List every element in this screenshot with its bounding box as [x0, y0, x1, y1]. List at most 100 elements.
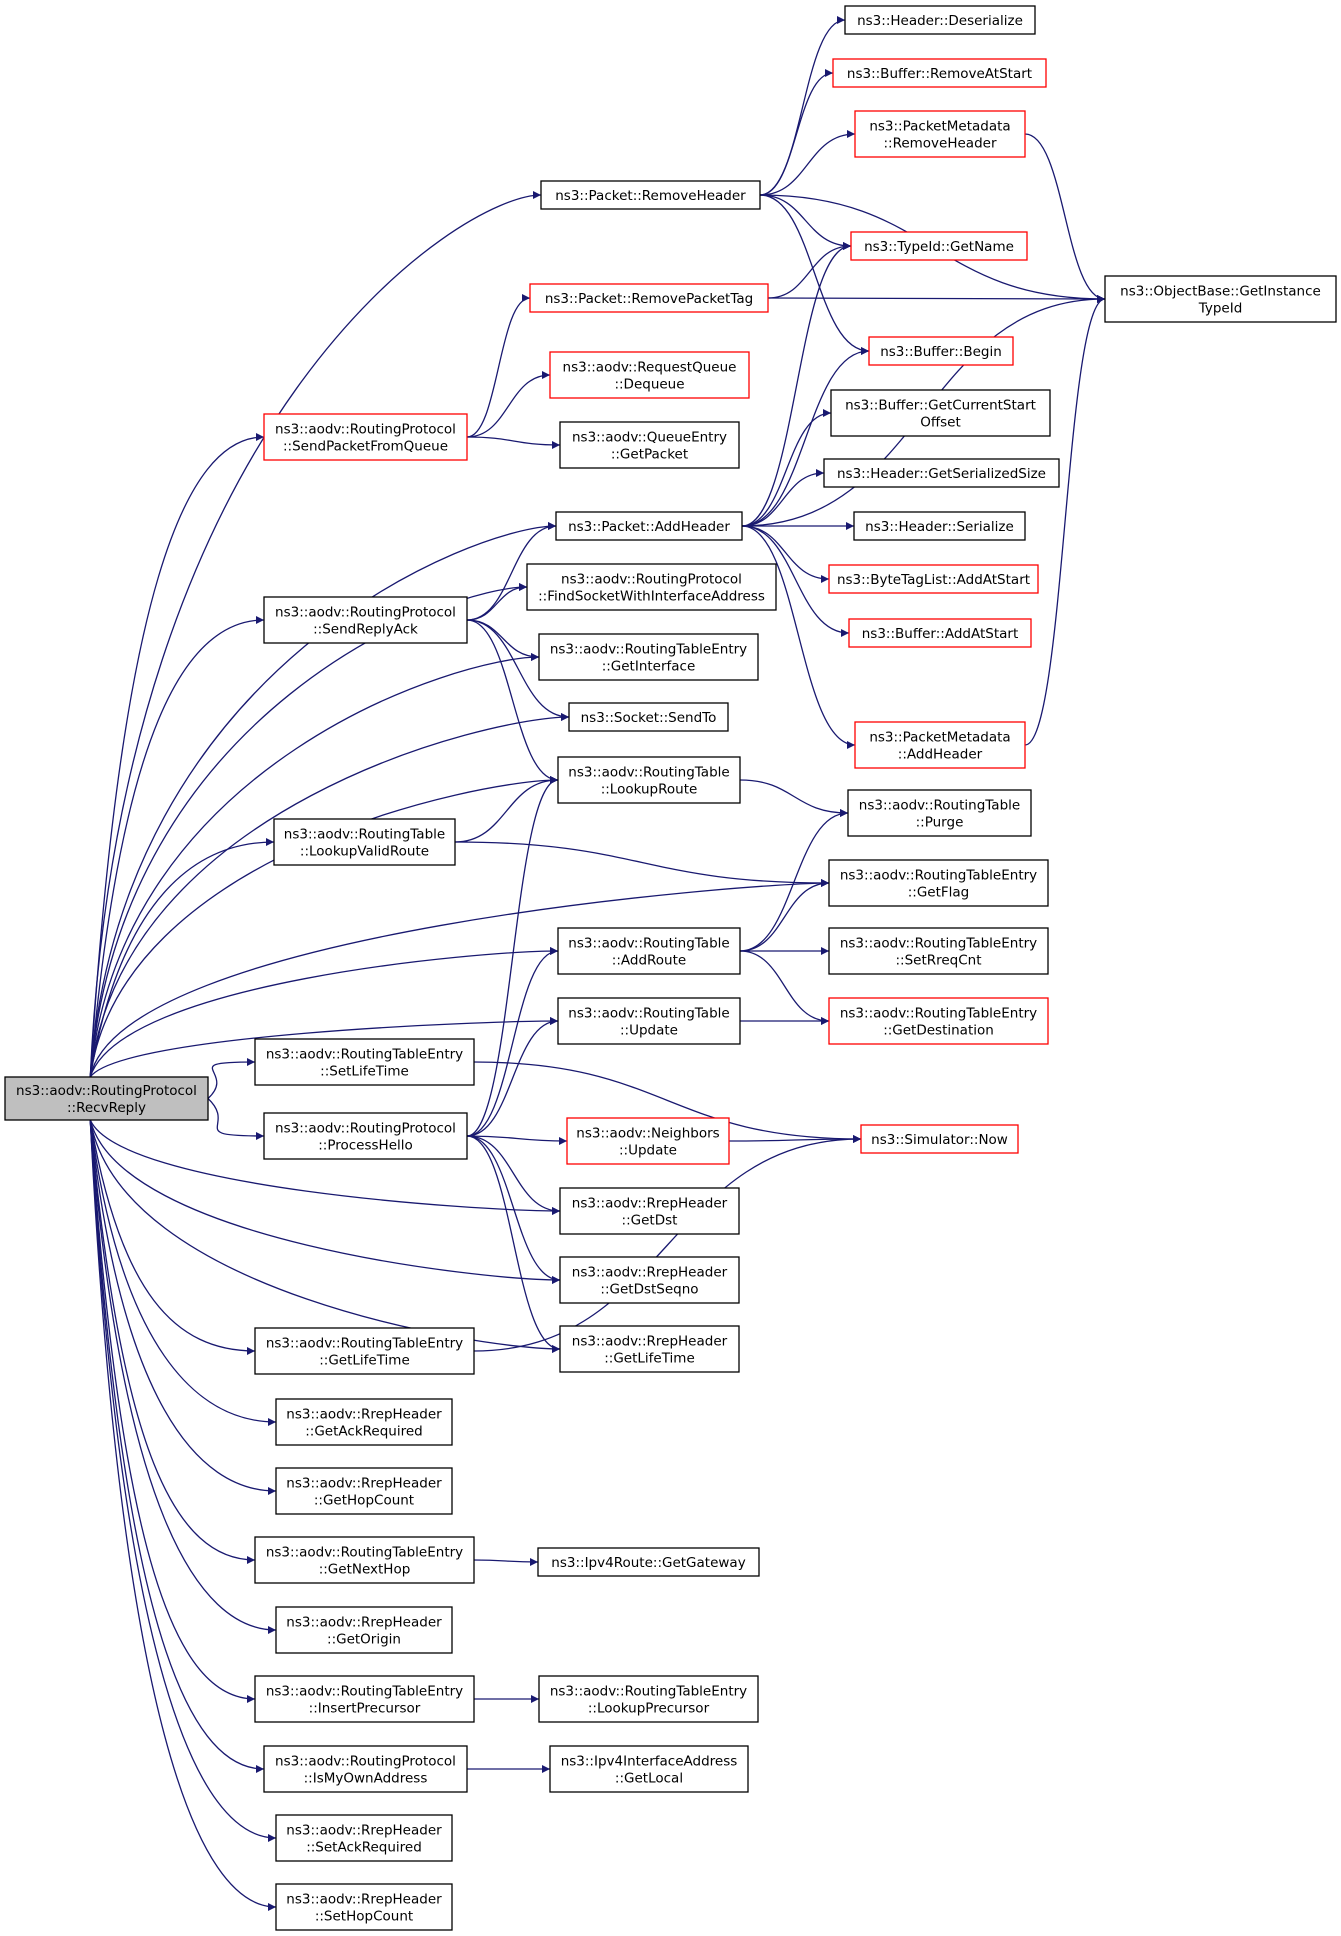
- node-label-line: ns3::aodv::QueueEntry: [572, 430, 727, 446]
- node-box: [828, 564, 1039, 594]
- node-rte-setlifetime[interactable]: ns3::aodv::RoutingTableEntry::SetLifeTim…: [254, 1038, 475, 1086]
- edge-n_root-to-n_rt_addroute: [89, 947, 559, 1078]
- node-label-line: ns3::Header::Deserialize: [857, 13, 1023, 29]
- node-buf-remstart[interactable]: ns3::Buffer::RemoveAtStart: [832, 58, 1047, 88]
- node-box: [263, 596, 468, 644]
- node-box: [4, 1076, 209, 1121]
- node-label-line: ns3::Simulator::Now: [871, 1132, 1008, 1148]
- node-hdr-serialize[interactable]: ns3::Header::Serialize: [853, 511, 1026, 541]
- node-pkt-remhdr[interactable]: ns3::Packet::RemoveHeader: [540, 180, 761, 210]
- edges-layer: [89, 16, 1106, 1911]
- node-label-line: ::GetLifeTime: [319, 1353, 410, 1369]
- node-rte-getlifetime[interactable]: ns3::aodv::RoutingTableEntry::GetLifeTim…: [254, 1327, 475, 1375]
- node-box: [559, 1256, 740, 1304]
- edge-n_pkt_remhdr-to-n_typeid_getname: [759, 194, 852, 250]
- node-rp-findsock[interactable]: ns3::aodv::RoutingProtocol::FindSocketWi…: [526, 563, 777, 611]
- node-ipv4route-getgw[interactable]: ns3::Ipv4Route::GetGateway: [537, 1547, 760, 1577]
- node-pkt-addhdr[interactable]: ns3::Packet::AddHeader: [555, 511, 743, 541]
- node-label-line: ::LookupRoute: [601, 782, 698, 798]
- node-buf-begin[interactable]: ns3::Buffer::Begin: [868, 336, 1014, 366]
- node-rte-getnexthop[interactable]: ns3::aodv::RoutingTableEntry::GetNextHop: [254, 1536, 475, 1584]
- node-box: [850, 231, 1028, 261]
- node-label-line: ns3::aodv::RoutingTableEntry: [266, 1545, 463, 1561]
- node-rp-ismyown[interactable]: ns3::aodv::RoutingProtocol::IsMyOwnAddre…: [263, 1745, 468, 1793]
- node-rt-update[interactable]: ns3::aodv::RoutingTable::Update: [557, 997, 741, 1045]
- node-label-line: ns3::aodv::RoutingTableEntry: [550, 642, 747, 658]
- node-label-line: ns3::TypeId::GetName: [864, 239, 1014, 255]
- node-typeid-getname[interactable]: ns3::TypeId::GetName: [850, 231, 1028, 261]
- node-rrep-getackreq[interactable]: ns3::aodv::RrepHeader::GetAckRequired: [275, 1398, 453, 1446]
- node-rp-sendpktq[interactable]: ns3::aodv::RoutingProtocol::SendPacketFr…: [263, 413, 468, 461]
- node-hdr-getsersize[interactable]: ns3::Header::GetSerializedSize: [823, 458, 1060, 488]
- node-rte-insertprec[interactable]: ns3::aodv::RoutingTableEntry::InsertPrec…: [254, 1675, 475, 1723]
- node-buf-addatstart[interactable]: ns3::Buffer::AddAtStart: [848, 618, 1032, 648]
- node-box: [828, 859, 1049, 907]
- node-sim-now[interactable]: ns3::Simulator::Now: [860, 1124, 1019, 1154]
- node-rt-lookupvalid[interactable]: ns3::aodv::RoutingTable::LookupValidRout…: [273, 818, 456, 866]
- edge-n_root-to-n_rte_getlifetime: [89, 1119, 256, 1355]
- node-rp-processhello[interactable]: ns3::aodv::RoutingProtocol::ProcessHello: [263, 1112, 468, 1160]
- node-box: [555, 511, 743, 541]
- node-btl-addatstart[interactable]: ns3::ByteTagList::AddAtStart: [828, 564, 1039, 594]
- node-label-line: ns3::aodv::RoutingTableEntry: [840, 868, 1037, 884]
- node-rte-getdest[interactable]: ns3::aodv::RoutingTableEntry::GetDestina…: [828, 997, 1049, 1045]
- node-box: [1104, 275, 1337, 323]
- node-label-line: ::GetFlag: [908, 885, 970, 901]
- node-rrep-gethopcount[interactable]: ns3::aodv::RrepHeader::GetHopCount: [275, 1467, 453, 1515]
- node-pm-remhdr[interactable]: ns3::PacketMetadata::RemoveHeader: [854, 110, 1026, 158]
- node-label-line: ns3::Buffer::GetCurrentStart: [845, 398, 1036, 414]
- node-ipv4ia-getlocal[interactable]: ns3::Ipv4InterfaceAddress::GetLocal: [549, 1745, 749, 1793]
- node-rte-getiface[interactable]: ns3::aodv::RoutingTableEntry::GetInterfa…: [538, 633, 759, 681]
- node-label-line: ::GetDst: [622, 1213, 678, 1229]
- edge-n_root-to-n_rt_update: [89, 1017, 559, 1078]
- edge-n_root-to-n_rp_processhello: [207, 1098, 265, 1140]
- node-rp-sendreplyack[interactable]: ns3::aodv::RoutingProtocol::SendReplyAck: [263, 596, 468, 644]
- node-pm-addhdr[interactable]: ns3::PacketMetadata::AddHeader: [854, 721, 1026, 769]
- node-label-line: ns3::PacketMetadata: [869, 730, 1010, 746]
- edge-n_root-to-n_rrep_getlifetime: [89, 1119, 561, 1353]
- node-rte-lookupprec[interactable]: ns3::aodv::RoutingTableEntry::LookupPrec…: [538, 1675, 759, 1723]
- node-rt-lookuproute[interactable]: ns3::aodv::RoutingTable::LookupRoute: [557, 756, 741, 804]
- node-root[interactable]: ns3::aodv::RoutingProtocol::RecvReply: [4, 1076, 209, 1121]
- node-label-line: ns3::PacketMetadata: [869, 119, 1010, 135]
- node-rrep-getdstseq[interactable]: ns3::aodv::RrepHeader::GetDstSeqno: [559, 1256, 740, 1304]
- node-qe-getpacket[interactable]: ns3::aodv::QueueEntry::GetPacket: [559, 421, 740, 469]
- node-label-line: ns3::aodv::RrepHeader: [572, 1196, 728, 1212]
- edge-n_root-to-n_rrep_getackreq: [89, 1119, 277, 1426]
- node-label-line: ns3::aodv::RoutingProtocol: [16, 1083, 197, 1099]
- node-rt-purge[interactable]: ns3::aodv::RoutingTable::Purge: [847, 789, 1032, 837]
- node-box: [830, 389, 1051, 437]
- edge-n_pkt_remhdr-to-n_pm_remhdr: [759, 130, 856, 196]
- edge-n_pkt_remhdr-to-n_buf_remstart: [759, 69, 834, 196]
- edge-n_rp_processhello-to-n_rt_update: [466, 1017, 559, 1137]
- edge-n_root-to-n_rrep_getdst: [89, 1119, 561, 1215]
- edge-n_root-to-n_rrep_setackreq: [89, 1119, 277, 1842]
- node-nb-update[interactable]: ns3::aodv::Neighbors::Update: [566, 1117, 730, 1165]
- node-label-line: ::SendPacketFromQueue: [283, 439, 448, 455]
- node-rq-dequeue[interactable]: ns3::aodv::RequestQueue::Dequeue: [549, 351, 750, 399]
- node-rrep-setackreq[interactable]: ns3::aodv::RrepHeader::SetAckRequired: [275, 1814, 453, 1862]
- node-rte-getflag[interactable]: ns3::aodv::RoutingTableEntry::GetFlag: [828, 859, 1049, 907]
- node-label-line: ns3::aodv::RrepHeader: [572, 1265, 728, 1281]
- node-rte-setrreqcnt[interactable]: ns3::aodv::RoutingTableEntry::SetRreqCnt: [828, 927, 1049, 975]
- node-rrep-getdst[interactable]: ns3::aodv::RrepHeader::GetDst: [559, 1187, 740, 1235]
- node-label-line: ::GetDestination: [883, 1023, 994, 1039]
- node-box: [526, 563, 777, 611]
- node-pkt-rempkttag[interactable]: ns3::Packet::RemovePacketTag: [529, 283, 769, 313]
- node-label-line: ::Update: [620, 1023, 678, 1039]
- node-box: [828, 997, 1049, 1045]
- edge-n_root-to-n_socket_sendto: [89, 713, 570, 1078]
- node-label-line: ::ProcessHello: [318, 1138, 413, 1154]
- edge-n_root-to-n_rrep_getorigin: [89, 1119, 277, 1634]
- node-rrep-sethopcount[interactable]: ns3::aodv::RrepHeader::SetHopCount: [275, 1883, 453, 1931]
- node-socket-sendto[interactable]: ns3::Socket::SendTo: [568, 702, 729, 732]
- edge-n_pkt_addhdr-to-n_buf_getcso: [741, 409, 832, 527]
- node-hdr-deser[interactable]: ns3::Header::Deserialize: [844, 5, 1036, 35]
- node-rt-addroute[interactable]: ns3::aodv::RoutingTable::AddRoute: [557, 927, 741, 975]
- node-rrep-getlifetime[interactable]: ns3::aodv::RrepHeader::GetLifeTime: [559, 1325, 740, 1373]
- node-rrep-getorigin[interactable]: ns3::aodv::RrepHeader::GetOrigin: [275, 1606, 453, 1654]
- node-box: [275, 1467, 453, 1515]
